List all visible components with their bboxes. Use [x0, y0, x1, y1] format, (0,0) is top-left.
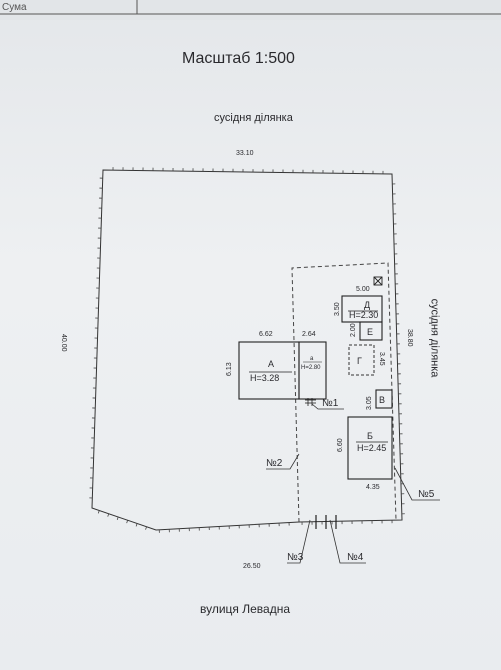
dim-d-height: 3.50 — [334, 302, 341, 316]
dim-a-gap: 2.64 — [302, 331, 316, 338]
marker-n1: №1 — [322, 398, 339, 409]
header-strip: Сума — [0, 0, 501, 20]
header-corner-text: Сума — [2, 2, 27, 13]
yard-dashed-outline — [291, 262, 397, 523]
boundary-ticks — [89, 167, 405, 533]
marker-n2: №2 — [266, 458, 283, 469]
dim-a-width: 6.62 — [259, 331, 273, 338]
building-a-annex-letter: а — [310, 356, 314, 362]
building-a-height: Н=3.28 — [250, 373, 279, 383]
dim-right: 38.80 — [406, 329, 413, 347]
street-label: вулиця Левадна — [200, 602, 291, 616]
dim-left: 40.00 — [60, 334, 67, 352]
plot-boundary — [91, 169, 403, 531]
gate-posts — [315, 515, 337, 529]
neighbor-top-label: сусідня ділянка — [214, 112, 293, 124]
dim-e-height: 2.00 — [350, 323, 357, 337]
dim-b-height: 6.60 — [337, 438, 344, 452]
building-a-annex-height: Н=2.80 — [301, 365, 321, 371]
building-v-letter: В — [379, 395, 385, 405]
scale-title: Масштаб 1:500 — [182, 50, 295, 67]
building-a — [238, 341, 300, 400]
structure-g — [348, 344, 375, 376]
building-a-letter: А — [268, 359, 274, 369]
building-d-letter: Д — [364, 300, 370, 310]
entrance-mark — [305, 398, 316, 406]
marker-n3: №3 — [287, 552, 304, 563]
building-b-letter: Б — [367, 431, 373, 441]
dim-b-width: 4.35 — [366, 484, 380, 491]
building-b-height: Н=2.45 — [357, 443, 386, 453]
dim-d-width: 5.00 — [356, 286, 370, 293]
building-b — [347, 416, 393, 480]
well-icon — [373, 276, 383, 286]
dim-v-height: 3.05 — [366, 396, 373, 410]
structure-g-letter: Г — [357, 356, 362, 366]
building-d-height: Н=2.30 — [349, 310, 378, 320]
dim-g-height: 3.45 — [378, 352, 385, 366]
building-a-annex — [298, 341, 327, 400]
dim-bottom: 26.50 — [243, 563, 261, 570]
dim-top: 33.10 — [236, 150, 254, 157]
marker-n4: №4 — [347, 552, 364, 563]
marker-n5: №5 — [418, 489, 435, 500]
building-v — [375, 389, 393, 409]
dim-a-height: 6.13 — [226, 362, 233, 376]
marker-leaders — [266, 403, 440, 564]
building-e-letter: Е — [367, 327, 373, 337]
building-e — [359, 321, 383, 341]
